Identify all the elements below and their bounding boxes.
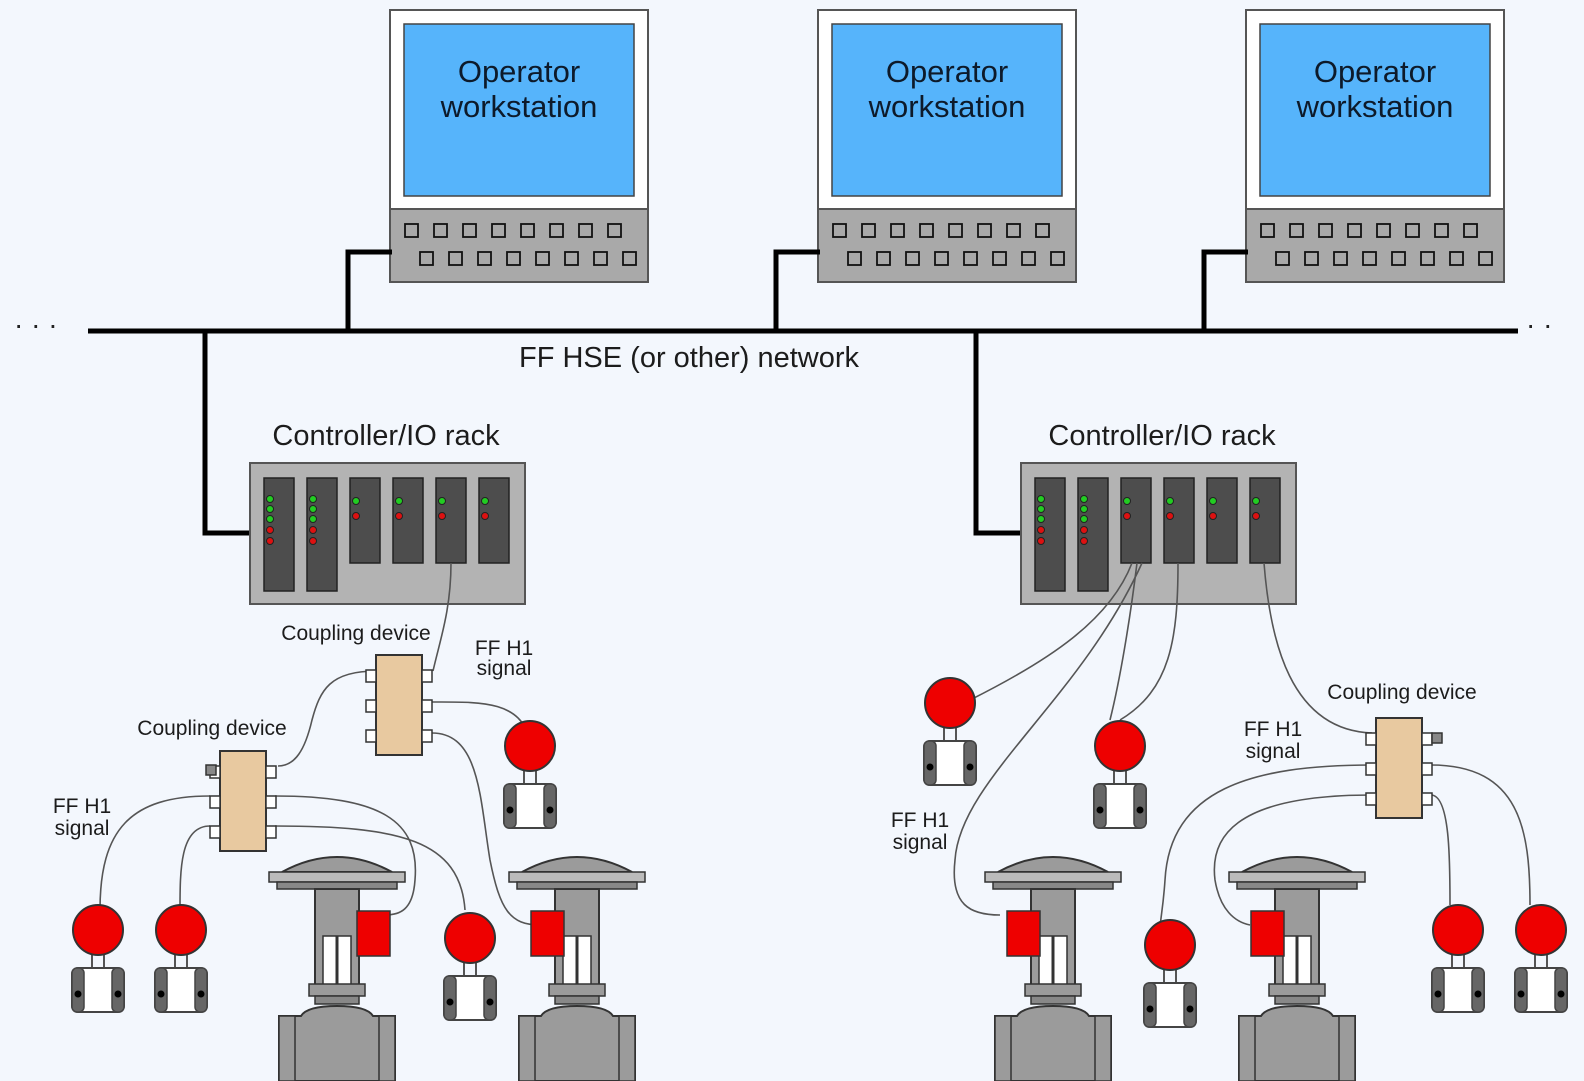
coupling-device-1: Coupling device xyxy=(281,622,433,756)
terminator-icon xyxy=(1431,732,1443,744)
rack-2-label: Controller/IO rack xyxy=(1048,420,1276,452)
signal-label-1: FF H1 signal xyxy=(475,637,533,680)
positioner-icon xyxy=(530,910,565,957)
positioner-icon xyxy=(1006,910,1041,957)
operator-workstation-3: Operator workstation xyxy=(1245,9,1505,283)
signal-3-line2: signal xyxy=(893,831,948,854)
transmitter-icon xyxy=(154,904,208,1013)
transmitter-icon xyxy=(1431,904,1485,1013)
coupling-device-2: Coupling device xyxy=(137,717,287,852)
control-valve-icon xyxy=(507,855,647,1081)
hse-network: · · · · · FF HSE (or other) network xyxy=(14,249,1552,536)
ws3-drop-line xyxy=(1201,249,1248,331)
network-continues-right: · · xyxy=(1526,309,1552,340)
signal-label-2: FF H1 signal xyxy=(53,795,111,840)
rack-1-label: Controller/IO rack xyxy=(272,420,500,452)
workstation-1-label-line2: workstation xyxy=(440,89,598,124)
coupling-device-3: Coupling device xyxy=(1327,681,1477,819)
workstation-3-label-line1: Operator xyxy=(1314,54,1436,89)
transmitter-icon xyxy=(443,912,497,1021)
signal-2-line1: FF H1 xyxy=(53,795,111,818)
workstation-2-label-line2: workstation xyxy=(868,89,1026,124)
coupling-device-2-label: Coupling device xyxy=(137,717,286,740)
signal-4-line1: FF H1 xyxy=(1244,718,1302,741)
workstation-3-label-line2: workstation xyxy=(1296,89,1454,124)
operator-workstation-2: Operator workstation xyxy=(817,9,1077,283)
terminator-icon xyxy=(205,764,217,776)
control-valve-icon xyxy=(267,855,407,1081)
rack1-drop-line xyxy=(202,331,253,536)
controller-io-rack-2: Controller/IO rack xyxy=(1020,420,1297,605)
network-label: FF HSE (or other) network xyxy=(519,342,860,374)
transmitter-icon xyxy=(503,720,557,829)
control-valve-icon xyxy=(983,855,1123,1081)
signal-label-3: FF H1 signal xyxy=(891,809,949,854)
control-valve-icon xyxy=(1227,855,1367,1081)
controller-io-rack-1: Controller/IO rack xyxy=(249,420,526,605)
positioner-icon xyxy=(1250,910,1285,957)
operator-workstation-1: Operator workstation xyxy=(389,9,649,283)
transmitter-icon xyxy=(1093,720,1147,829)
signal-3-line1: FF H1 xyxy=(891,809,949,832)
signal-1-line2: signal xyxy=(477,657,532,680)
transmitter-icon xyxy=(71,904,125,1013)
signal-2-line2: signal xyxy=(55,817,110,840)
coupling-device-1-label: Coupling device xyxy=(281,622,430,645)
ws2-drop-line xyxy=(773,249,820,331)
signal-label-4: FF H1 signal xyxy=(1244,718,1302,763)
signal-4-line2: signal xyxy=(1246,740,1301,763)
coupling-device-3-label: Coupling device xyxy=(1327,681,1476,704)
network-continues-left: · · · xyxy=(14,309,58,340)
transmitter-icon xyxy=(923,677,977,786)
transmitter-icon xyxy=(1514,904,1568,1013)
workstation-1-label-line1: Operator xyxy=(458,54,580,89)
signal-1-line1: FF H1 xyxy=(475,637,533,660)
positioner-icon xyxy=(356,910,391,957)
transmitter-icon xyxy=(1143,919,1197,1028)
ws1-drop-line xyxy=(345,249,392,331)
rack2-drop-line xyxy=(973,331,1022,536)
workstation-2-label-line1: Operator xyxy=(886,54,1008,89)
